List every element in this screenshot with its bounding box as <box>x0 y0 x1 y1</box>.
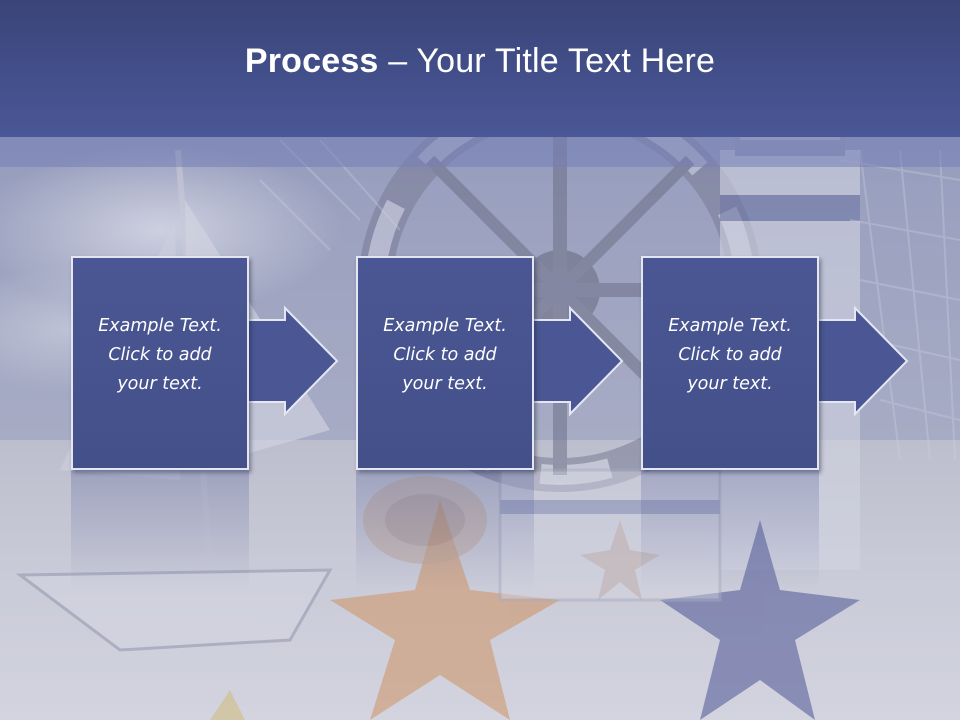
step-text-line: Click to add <box>108 345 212 365</box>
process-step-1[interactable]: Example Text. Click to add your text. <box>71 256 371 470</box>
step-box[interactable] <box>71 256 249 470</box>
step-box[interactable] <box>641 256 819 470</box>
step-text-line: Example Text. <box>98 316 222 336</box>
step-reflection <box>641 470 819 590</box>
step-text[interactable]: Example Text. Click to add your text. <box>358 312 532 399</box>
crate-image <box>498 468 722 602</box>
process-step-2[interactable]: Example Text. Click to add your text. <box>356 256 656 470</box>
slide-title-bold: Process <box>244 42 379 80</box>
process-step-3[interactable]: Example Text. Click to add your text. <box>641 256 941 470</box>
step-text-line: Example Text. <box>383 316 507 336</box>
title-bar: Process – Your Title Text Here <box>0 0 960 137</box>
step-text[interactable]: Example Text. Click to add your text. <box>73 312 247 399</box>
step-text-line: your text. <box>687 374 773 394</box>
slide-title[interactable]: Process – Your Title Text Here <box>245 42 715 81</box>
step-text-line: your text. <box>117 374 203 394</box>
step-text-line: Example Text. <box>668 316 792 336</box>
step-text-line: Click to add <box>393 345 497 365</box>
step-box[interactable] <box>356 256 534 470</box>
header-band <box>0 137 960 167</box>
seashell-image <box>363 476 487 564</box>
slide-title-rest: – Your Title Text Here <box>378 42 716 80</box>
step-reflection <box>356 470 534 590</box>
step-text-line: your text. <box>402 374 488 394</box>
step-reflection <box>71 470 249 590</box>
starfish-image <box>210 500 860 720</box>
step-text-line: Click to add <box>678 345 782 365</box>
step-text[interactable]: Example Text. Click to add your text. <box>643 312 817 399</box>
